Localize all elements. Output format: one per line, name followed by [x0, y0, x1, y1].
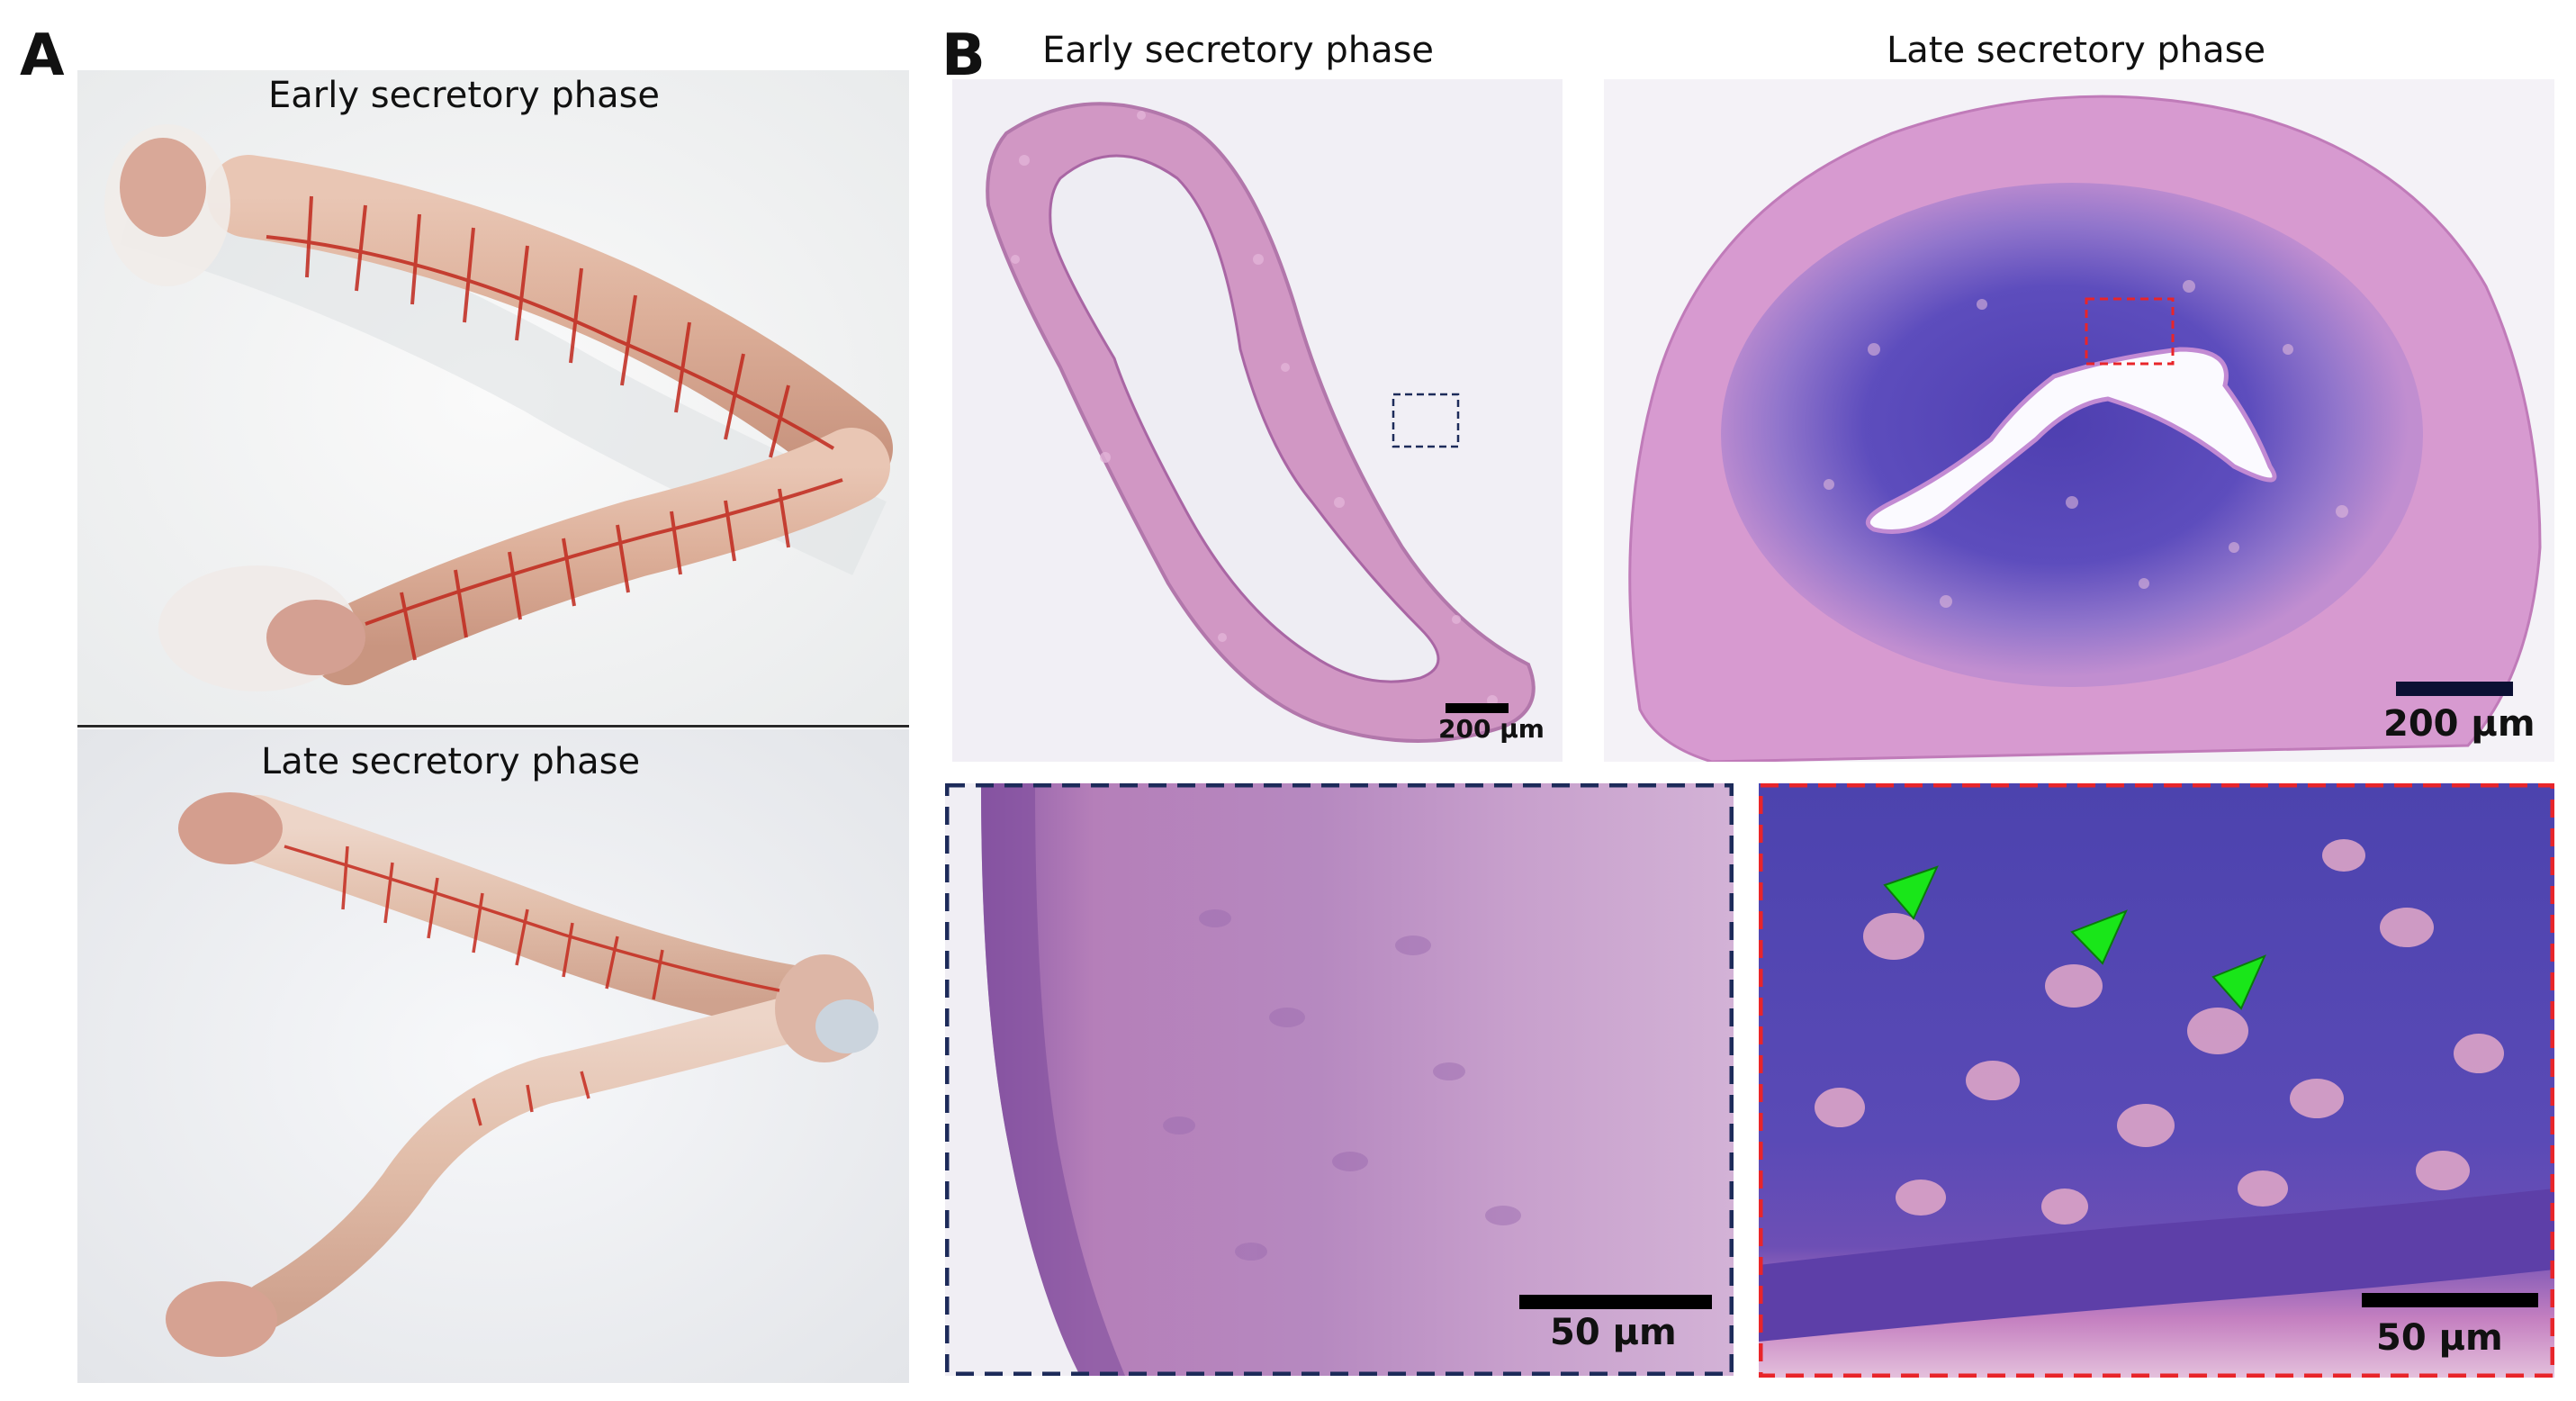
inset-late-magnified	[1759, 783, 2554, 1378]
caption-b-late: Late secretory phase	[1887, 30, 2266, 71]
scale-label-inset-left: 50 μm	[1550, 1312, 1677, 1353]
panel-letter-a: A	[20, 23, 65, 89]
histology-late-section	[1604, 79, 2554, 762]
panel-letter-b: B	[941, 23, 986, 89]
scale-label-late: 200 μm	[2383, 703, 2535, 745]
panel-a-divider	[77, 725, 909, 728]
photo-uterus-early	[77, 70, 909, 724]
caption-a-early: Early secretory phase	[268, 75, 661, 116]
scale-label-inset-right: 50 μm	[2376, 1317, 2503, 1359]
histology-early-section	[952, 79, 1563, 762]
photo-uterus-late	[77, 729, 909, 1383]
caption-a-late: Late secretory phase	[261, 741, 641, 782]
inset-early-magnified	[945, 783, 1734, 1376]
caption-b-early: Early secretory phase	[1042, 30, 1435, 71]
scale-label-early: 200 μm	[1438, 714, 1545, 744]
